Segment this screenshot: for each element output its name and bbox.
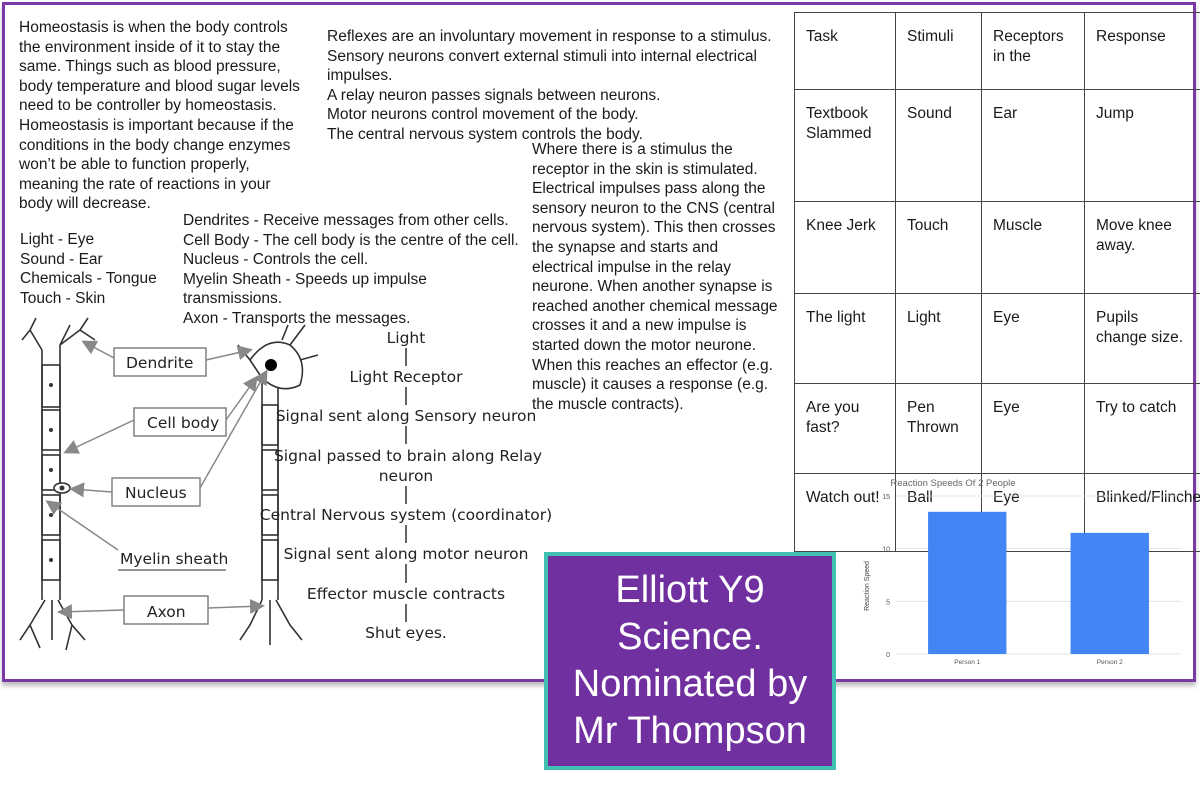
flow-step: Shut eyes. <box>365 624 447 642</box>
flow-step: neuron <box>379 467 434 485</box>
chart-title: Reaction Speeds Of 2 People <box>890 478 1015 489</box>
table-header-row: Task Stimuli Receptors in the Response <box>794 12 1200 90</box>
flow-step: Effector muscle contracts <box>307 585 505 603</box>
chart-y-tick-label: 15 <box>882 494 890 501</box>
label-cell-body: Cell body <box>147 414 219 432</box>
table-cell: Ear <box>981 89 1085 202</box>
label-myelin-sheath: Myelin sheath <box>120 550 228 568</box>
chart-bar <box>928 511 1007 654</box>
reaction-speed-chart: Reaction Speeds Of 2 People Reaction Spe… <box>864 478 1181 666</box>
nucleus-dot <box>265 359 277 371</box>
badge-line: Nominated by <box>572 663 808 705</box>
table-cell: Pupils change size. <box>1084 293 1200 384</box>
reflexes-line: Reflexes are an involuntary movement in … <box>327 28 772 45</box>
table-cell: Knee Jerk <box>794 201 896 294</box>
reflexes-line: Sensory neurons convert external stimuli… <box>327 47 757 65</box>
chart-y-tick-label: 5 <box>886 599 890 606</box>
chart-x-tick-label: Person 2 <box>1097 659 1123 666</box>
flow-step: Light Receptor <box>349 368 463 386</box>
pointer-arrows <box>45 340 268 620</box>
neuron-part: transmissions. <box>183 290 283 308</box>
table-row: The light Light Eye Pupils change size. <box>794 293 1200 384</box>
chart-bar <box>1070 532 1149 654</box>
table-cell: Move knee away. <box>1084 201 1200 294</box>
senses-list: Light - Eye Sound - Ear Chemicals - Tong… <box>20 230 180 308</box>
right-neuron-drawing <box>237 324 319 645</box>
left-neuron-drawing <box>19 317 96 651</box>
table-cell: Try to catch <box>1084 383 1200 474</box>
table-cell: Eye <box>981 293 1085 384</box>
neuron-part: Dendrites - Receive messages from other … <box>183 212 509 229</box>
header-cell: Response <box>1084 12 1200 90</box>
flow-step: Light <box>387 329 426 347</box>
flow-step: Central Nervous system (coordinator) <box>260 506 552 524</box>
badge-line: Elliott Y9 <box>615 569 765 611</box>
chart-x-ticks: Person 1 Person 2 <box>954 659 1123 666</box>
reflexes-line: Motor neurons control movement of the bo… <box>327 106 639 124</box>
nomination-badge: Elliott Y9 Science. Nominated by Mr Thom… <box>544 552 836 770</box>
table-cell: Watch out! <box>794 473 896 552</box>
table-row: Knee Jerk Touch Muscle Move knee away. <box>794 201 1200 294</box>
label-dendrite: Dendrite <box>126 354 193 372</box>
table-cell: Are you fast? <box>794 383 896 474</box>
chart-y-ticks: 0 5 10 15 <box>882 494 890 659</box>
table-cell: Pen Thrown <box>895 383 982 474</box>
sense-item: Light - Eye <box>20 231 95 248</box>
table-cell: Jump <box>1084 89 1200 202</box>
neuron-part: Cell Body - The cell body is the centre … <box>183 231 519 249</box>
sense-item: Touch - Skin <box>20 289 106 307</box>
header-cell: Stimuli <box>895 12 982 90</box>
table-cell: Light <box>895 293 982 384</box>
chart-y-tick-label: 0 <box>886 652 890 659</box>
neuron-diagram: Dendrite Cell body Nucleus Myelin sheath… <box>19 317 552 651</box>
header-cell: Receptors in the <box>981 12 1085 90</box>
reflexes-line: The central nervous system controls the … <box>327 125 643 143</box>
chart-bars <box>928 511 1149 654</box>
table-cell: Muscle <box>981 201 1085 294</box>
table-row: Textbook Slammed Sound Ear Jump <box>794 89 1200 202</box>
chart-y-label: Reaction Speed <box>864 561 871 611</box>
neuron-part: Axon - Transports the messages. <box>183 309 411 327</box>
homeostasis-paragraph: Homeostasis is when the body controls th… <box>19 19 300 213</box>
reaction-table: Task Stimuli Receptors in the Response T… <box>794 12 1200 552</box>
table-cell: Eye <box>981 383 1085 474</box>
sense-item: Chemicals - Tongue <box>20 270 157 288</box>
table-cell: Textbook Slammed <box>794 89 896 202</box>
reflex-flow: Light Light Receptor Signal sent along S… <box>260 329 552 642</box>
neuron-part: Nucleus - Controls the cell. <box>183 251 369 269</box>
table-cell: The light <box>794 293 896 384</box>
diagram-label-texts: Dendrite Cell body Nucleus Myelin sheath… <box>120 354 228 621</box>
reflexes-line: impulses. <box>327 67 393 85</box>
sense-item: Sound - Ear <box>20 250 103 268</box>
flow-step: Signal sent along Sensory neuron <box>276 407 537 425</box>
badge-line: Science. <box>617 616 763 658</box>
label-nucleus: Nucleus <box>125 484 187 502</box>
table-cell: Touch <box>895 201 982 294</box>
flow-step: Signal passed to brain along Relay <box>274 447 542 465</box>
badge-line: Mr Thompson <box>573 710 807 752</box>
chart-x-tick-label: Person 1 <box>954 659 980 666</box>
reflexes-block: Reflexes are an involuntary movement in … <box>327 27 797 145</box>
chart-y-tick-label: 10 <box>882 547 890 554</box>
table-row: Are you fast? Pen Thrown Eye Try to catc… <box>794 383 1200 474</box>
flow-step: Signal sent along motor neuron <box>284 545 529 563</box>
header-cell: Task <box>794 12 896 90</box>
reflex-pathway-paragraph: Where there is a stimulus the receptor i… <box>532 141 778 413</box>
neuron-parts-list: Dendrites - Receive messages from other … <box>183 211 533 329</box>
label-boxes <box>111 347 227 625</box>
neuron-part: Myelin Sheath - Speeds up impulse <box>183 270 427 288</box>
reflexes-line: A relay neuron passes signals between ne… <box>327 86 661 104</box>
label-axon: Axon <box>147 603 186 621</box>
table-cell: Sound <box>895 89 982 202</box>
